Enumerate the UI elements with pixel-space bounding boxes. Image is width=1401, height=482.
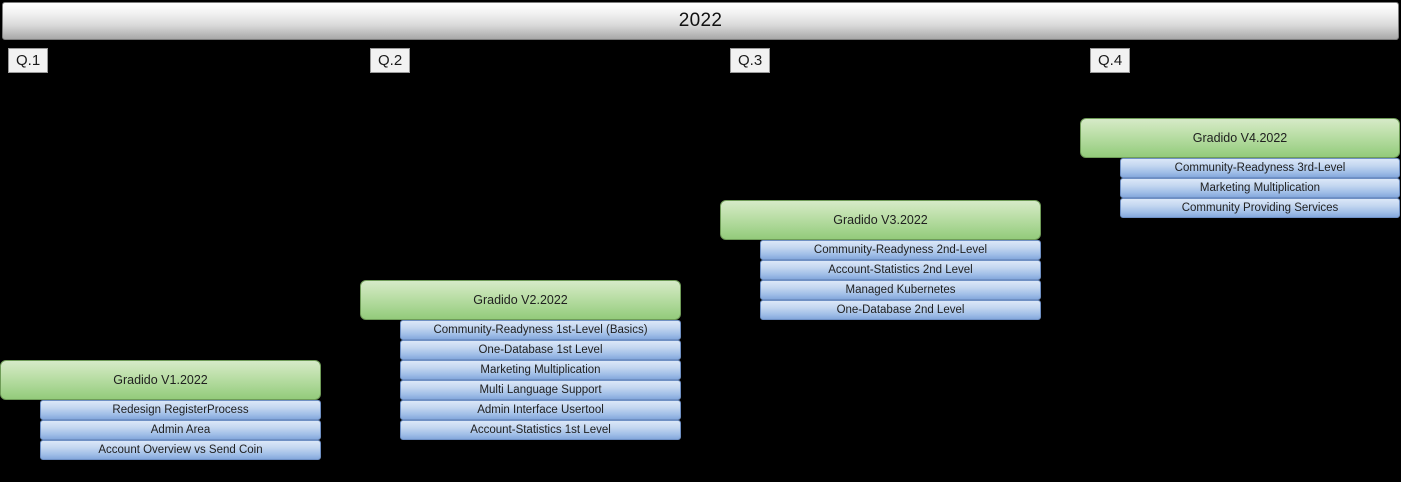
quarter-label-q3: Q.3 [730, 48, 771, 73]
feature-item[interactable]: Admin Interface Usertool [400, 400, 681, 420]
feature-label: One-Database 1st Level [478, 344, 603, 356]
feature-label: Managed Kubernetes [845, 284, 956, 296]
timeline-year-bar: 2022 [2, 2, 1399, 40]
feature-item[interactable]: Account-Statistics 1st Level [400, 420, 681, 440]
release-header-v4[interactable]: Gradido V4.2022 [1080, 118, 1400, 158]
feature-label: Marketing Multiplication [480, 364, 601, 376]
release-title-v3: Gradido V3.2022 [833, 213, 928, 227]
feature-item[interactable]: Managed Kubernetes [760, 280, 1041, 300]
feature-label: Community-Readyness 2nd-Level [813, 244, 988, 256]
release-header-v3[interactable]: Gradido V3.2022 [720, 200, 1041, 240]
feature-item[interactable]: Community Providing Services [1120, 198, 1400, 218]
feature-item[interactable]: Admin Area [40, 420, 321, 440]
feature-list-v3: Community-Readyness 2nd-Level Account-St… [760, 240, 1041, 320]
feature-item[interactable]: Marketing Multiplication [400, 360, 681, 380]
feature-list-v4: Community-Readyness 3rd-Level Marketing … [1120, 158, 1400, 218]
quarter-label-q2: Q.2 [370, 48, 411, 73]
feature-label: Account-Statistics 2nd Level [828, 264, 973, 276]
feature-item[interactable]: Community-Readyness 2nd-Level [760, 240, 1041, 260]
feature-item[interactable]: Multi Language Support [400, 380, 681, 400]
release-title-v2: Gradido V2.2022 [473, 293, 568, 307]
quarter-label-q4: Q.4 [1090, 48, 1131, 73]
feature-list-v1: Redesign RegisterProcess Admin Area Acco… [40, 400, 321, 460]
release-group-q1: Gradido V1.2022 Redesign RegisterProcess… [0, 360, 321, 460]
feature-label: Multi Language Support [479, 384, 602, 396]
feature-label: Redesign RegisterProcess [112, 404, 249, 416]
release-group-q3: Gradido V3.2022 Community-Readyness 2nd-… [720, 200, 1041, 320]
feature-label: Account Overview vs Send Coin [98, 444, 263, 456]
release-group-q4: Gradido V4.2022 Community-Readyness 3rd-… [1080, 118, 1400, 218]
feature-label: Community-Readyness 3rd-Level [1174, 162, 1346, 174]
release-group-q2: Gradido V2.2022 Community-Readyness 1st-… [360, 280, 681, 440]
release-title-v1: Gradido V1.2022 [113, 373, 208, 387]
feature-label: Admin Interface Usertool [477, 404, 604, 416]
feature-item[interactable]: Account-Statistics 2nd Level [760, 260, 1041, 280]
feature-item[interactable]: Community-Readyness 3rd-Level [1120, 158, 1400, 178]
timeline-year-label: 2022 [678, 10, 723, 31]
feature-label: Account-Statistics 1st Level [470, 424, 611, 436]
feature-label: Community Providing Services [1181, 202, 1339, 214]
feature-item[interactable]: Marketing Multiplication [1120, 178, 1400, 198]
feature-item[interactable]: Account Overview vs Send Coin [40, 440, 321, 460]
feature-item[interactable]: Redesign RegisterProcess [40, 400, 321, 420]
feature-item[interactable]: One-Database 2nd Level [760, 300, 1041, 320]
feature-item[interactable]: Community-Readyness 1st-Level (Basics) [400, 320, 681, 340]
feature-label: Marketing Multiplication [1199, 182, 1321, 194]
quarter-label-q1: Q.1 [8, 48, 49, 73]
feature-item[interactable]: One-Database 1st Level [400, 340, 681, 360]
release-header-v2[interactable]: Gradido V2.2022 [360, 280, 681, 320]
feature-label: One-Database 2nd Level [836, 304, 965, 316]
feature-label: Community-Readyness 1st-Level (Basics) [433, 324, 648, 336]
release-title-v4: Gradido V4.2022 [1192, 131, 1288, 145]
feature-list-v2: Community-Readyness 1st-Level (Basics) O… [400, 320, 681, 440]
release-header-v1[interactable]: Gradido V1.2022 [0, 360, 321, 400]
feature-label: Admin Area [150, 424, 211, 436]
